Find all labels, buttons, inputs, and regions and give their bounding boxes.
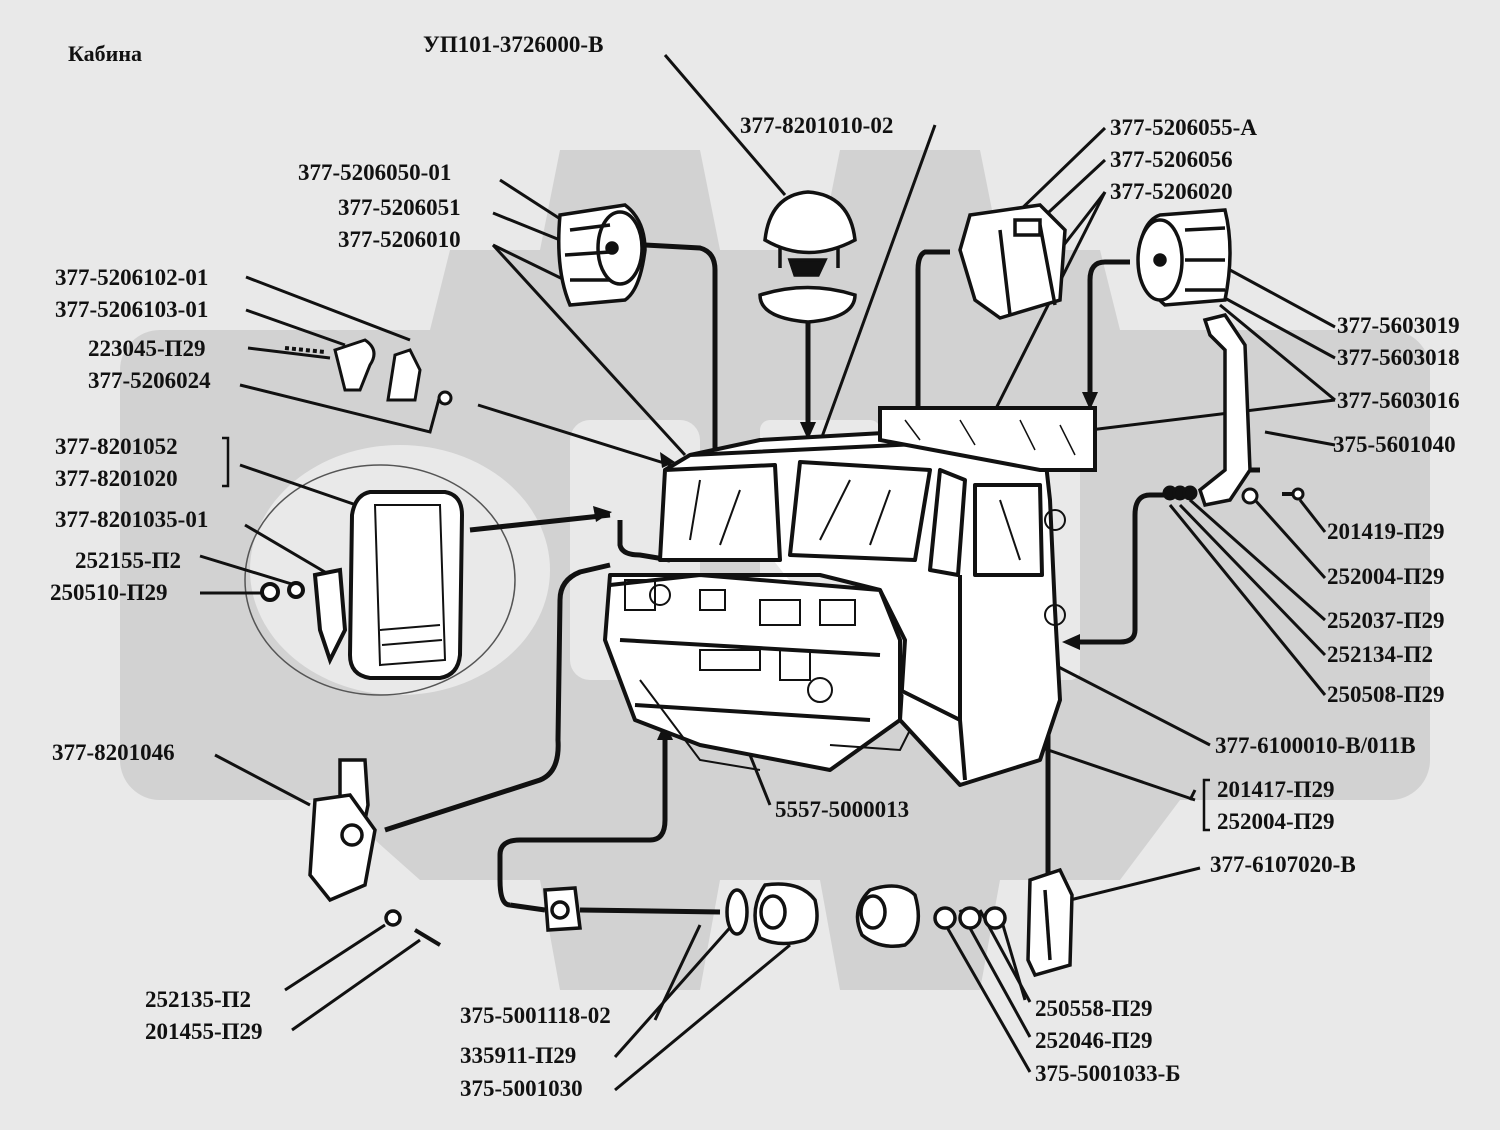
label-377-8201052: 377-8201052	[55, 434, 178, 459]
label-377-5603019: 377-5603019	[1337, 313, 1460, 338]
page-title: Кабина	[68, 41, 143, 66]
label-377-8201046: 377-8201046	[52, 740, 175, 765]
label-252134-p2: 252134-П2	[1327, 642, 1434, 667]
label-250510-p29: 250510-П29	[50, 580, 168, 605]
label-377-5206055-a: 377-5206055-А	[1110, 115, 1257, 140]
wiper-motor-center	[958, 203, 1067, 320]
label-375-5001118-02: 375-5001118-02	[460, 1003, 611, 1028]
label-377-8201035-01: 377-8201035-01	[55, 507, 209, 532]
roof-hatch	[758, 190, 857, 324]
label-252037-p29: 252037-П29	[1327, 608, 1445, 633]
wiper-motor-left	[557, 203, 647, 307]
rear-view-mirror	[260, 490, 465, 680]
leader-lines	[199, 54, 1336, 1092]
label-250558-p29: 250558-П29	[1035, 996, 1153, 1021]
label-377-5206010: 377-5206010	[338, 227, 461, 252]
label-252004-p29-a: 252004-П29	[1327, 564, 1445, 589]
label-377-5206024: 377-5206024	[88, 368, 211, 393]
cabin-body	[603, 430, 1062, 787]
windshield-glass	[878, 406, 1097, 472]
routing-lines	[384, 242, 1260, 913]
right-side-fasteners	[1162, 485, 1305, 505]
label-250508-p29: 250508-П29	[1327, 682, 1445, 707]
label-up101-3726000-v: УП101-3726000-В	[423, 32, 604, 57]
label-377-5206102-01: 377-5206102-01	[55, 265, 209, 290]
washer-pipe	[1197, 313, 1252, 508]
wiper-motor-right	[1136, 208, 1232, 307]
label-252155-p2: 252155-П2	[75, 548, 182, 573]
hinge-bracket	[308, 758, 442, 947]
label-201419-p29: 201419-П29	[1327, 519, 1445, 544]
label-5557-5000013: 5557-5000013	[775, 797, 910, 822]
label-377-5603016: 377-5603016	[1337, 388, 1460, 413]
label-223045-p29: 223045-П29	[88, 336, 206, 361]
label-377-5603018: 377-5603018	[1337, 345, 1460, 370]
label-377-5206056: 377-5206056	[1110, 147, 1233, 172]
label-375-5601040: 375-5601040	[1333, 432, 1456, 457]
label-377-6100010-v-011v: 377-6100010-В/011В	[1215, 733, 1416, 758]
label-252135-p2: 252135-П2	[145, 987, 252, 1012]
label-377-5206020: 377-5206020	[1110, 179, 1233, 204]
label-377-5206051: 377-5206051	[338, 195, 461, 220]
label-201417-p29: 201417-П29	[1217, 777, 1335, 802]
label-377-8201010-02: 377-8201010-02	[740, 113, 894, 138]
label-252004-p29-b: 252004-П29	[1217, 809, 1335, 834]
hatch-brackets	[284, 338, 453, 406]
label-377-8201020: 377-8201020	[55, 466, 178, 491]
rear-mount-cushions	[543, 882, 1007, 948]
label-201455-p29: 201455-П29	[145, 1019, 263, 1044]
cabin-details	[624, 479, 1066, 771]
label-375-5001030: 375-5001030	[460, 1076, 583, 1101]
label-377-6107020-v: 377-6107020-В	[1210, 852, 1356, 877]
label-377-5206103-01: 377-5206103-01	[55, 297, 209, 322]
label-377-5206050-01: 377-5206050-01	[298, 160, 452, 185]
tilt-handle	[1026, 867, 1074, 978]
label-252046-p29: 252046-П29	[1035, 1028, 1153, 1053]
label-335911-p29: 335911-П29	[460, 1043, 577, 1068]
label-375-5001033-b: 375-5001033-Б	[1035, 1061, 1181, 1086]
